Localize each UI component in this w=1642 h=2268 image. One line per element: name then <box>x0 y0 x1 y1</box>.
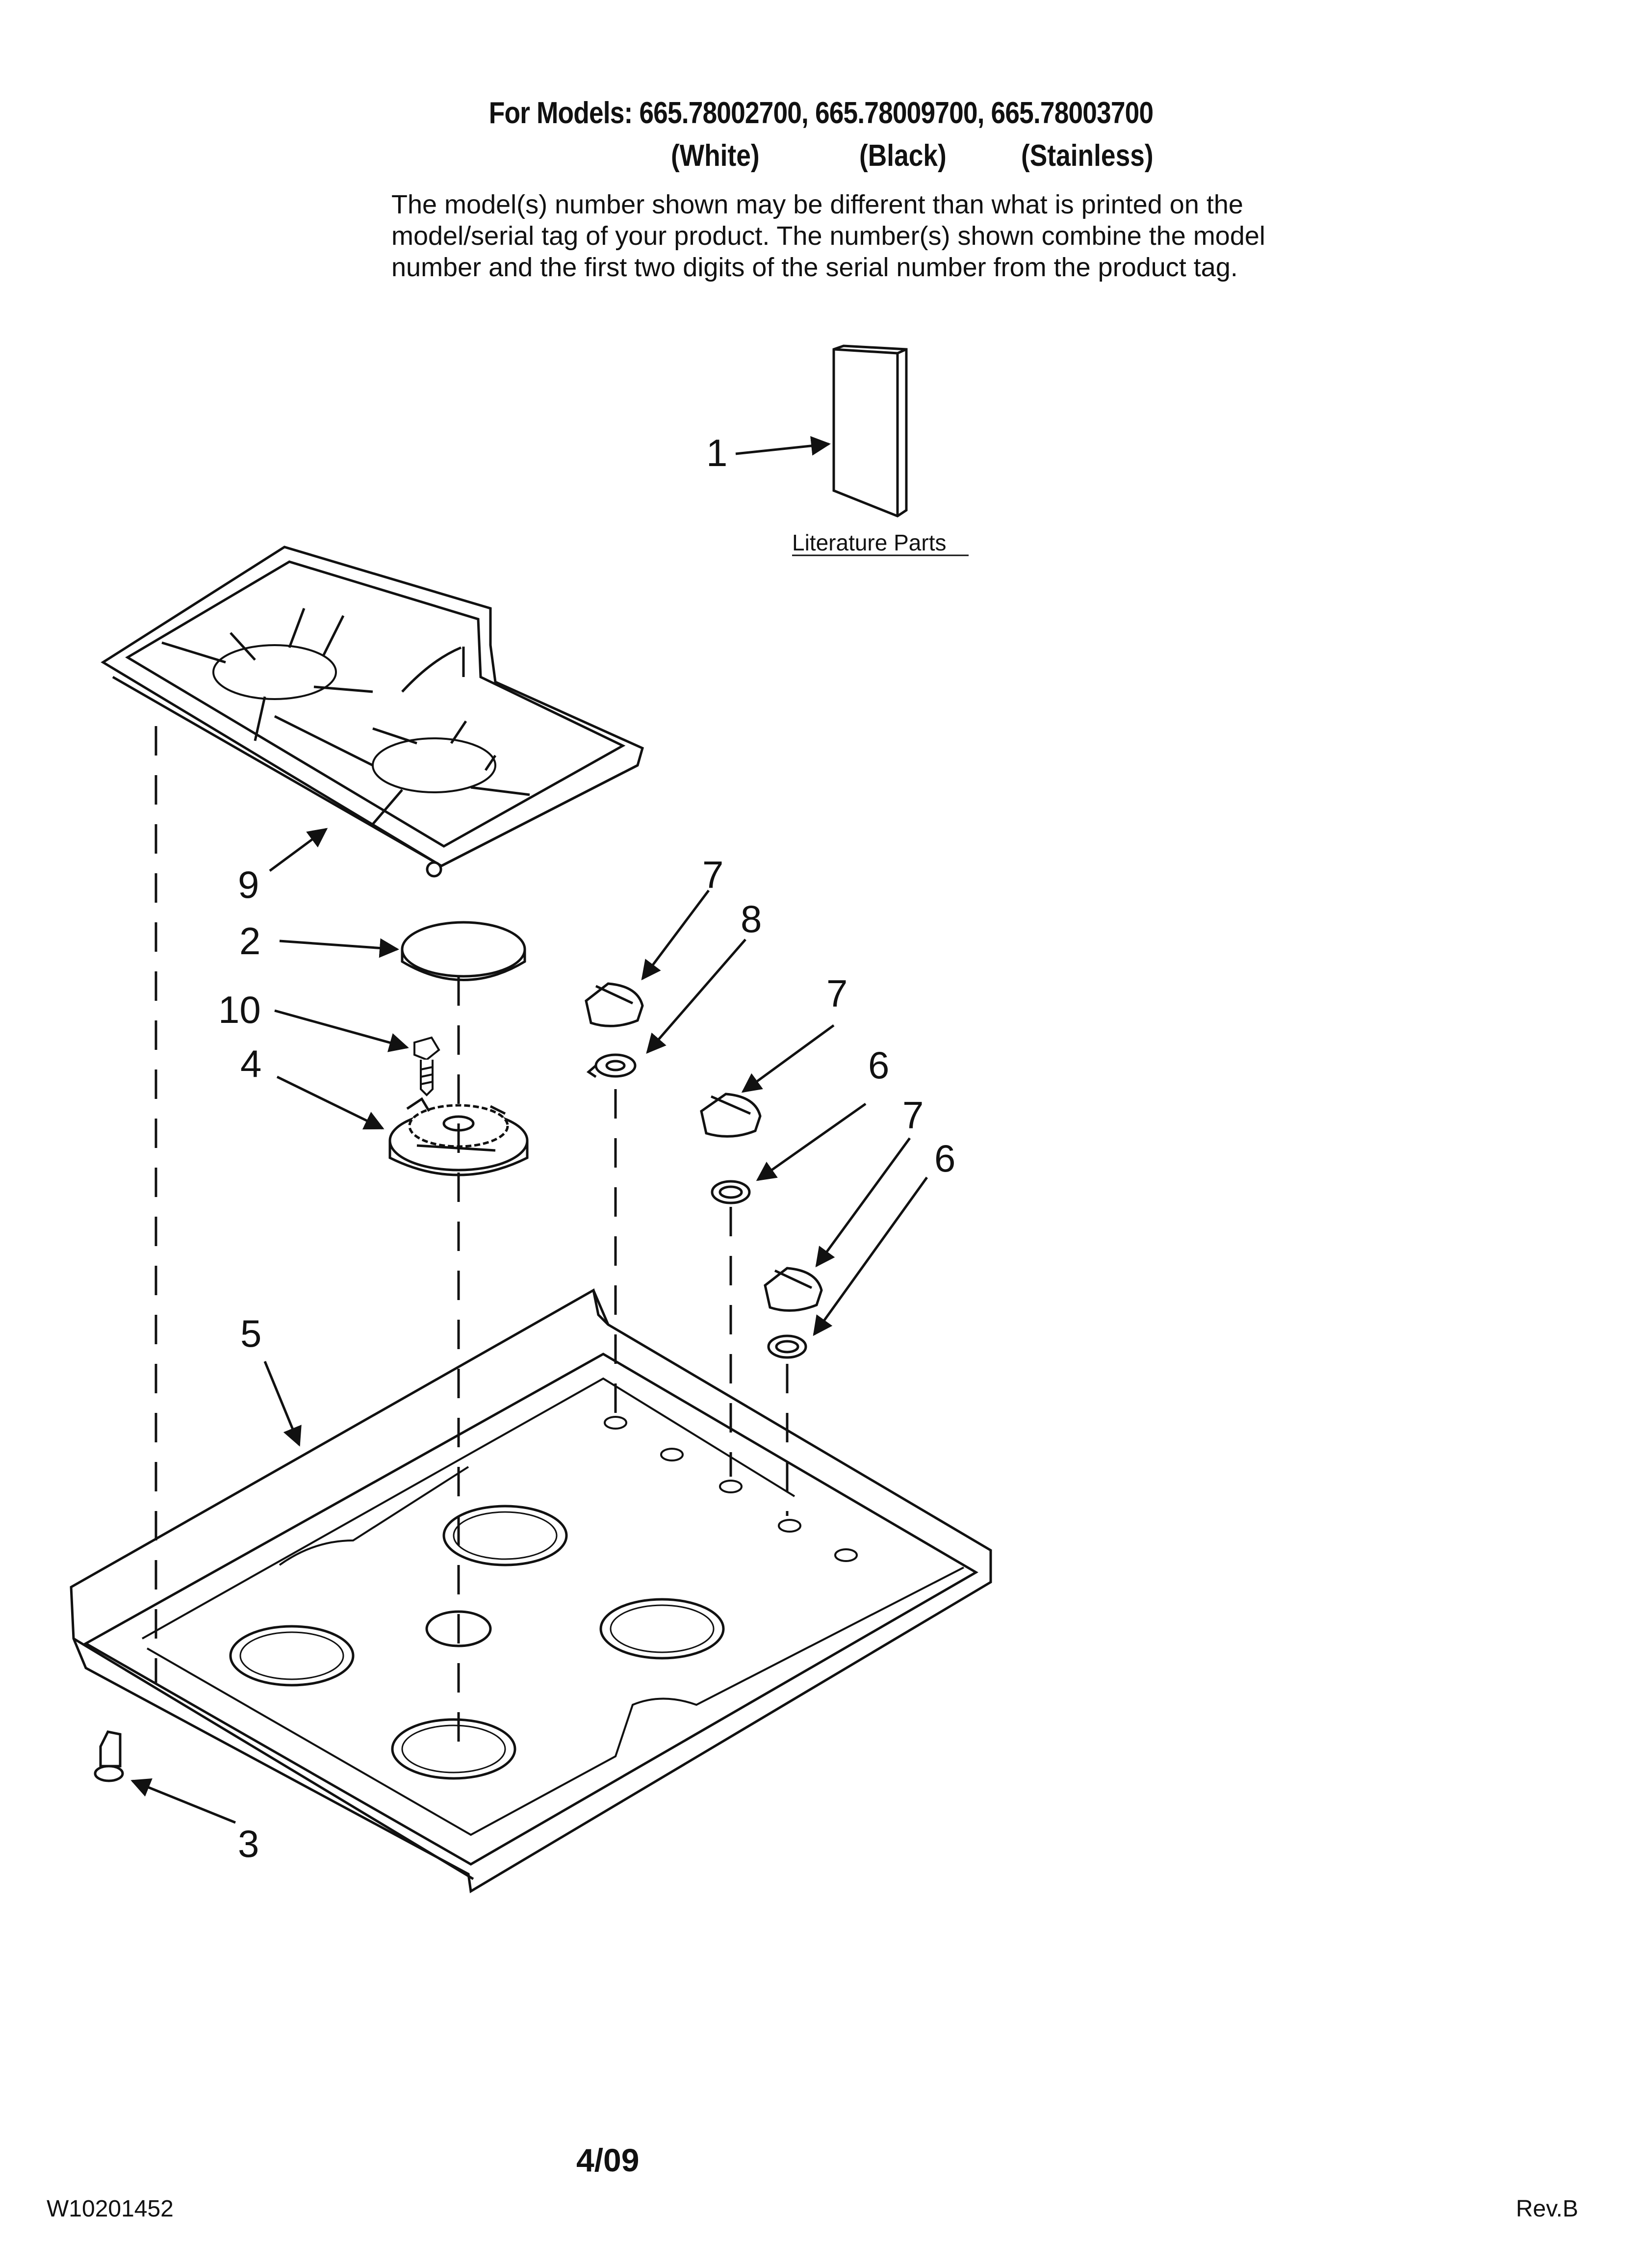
control-knob-2 <box>700 1093 762 1138</box>
document-number: W10201452 <box>47 2196 174 2222</box>
leader-7c <box>815 1137 911 1268</box>
variant-white: (White) <box>671 139 760 173</box>
control-knob-1 <box>585 982 644 1027</box>
callout-7b: 7 <box>826 972 847 1015</box>
leader-7b <box>741 1024 835 1093</box>
note-line-3: number and the first two digits of the s… <box>391 253 1238 282</box>
revision-label: Rev.B <box>1515 2196 1578 2222</box>
burner-grate <box>101 546 644 878</box>
literature-parts-label: Literature Parts <box>792 530 946 555</box>
knob-bezel-6a <box>711 1180 751 1204</box>
leader-7a <box>641 889 710 981</box>
leader-6a <box>756 1102 867 1181</box>
leader-2 <box>279 938 399 958</box>
igniter <box>94 1730 124 1782</box>
callout-9: 9 <box>238 863 259 906</box>
knob-bezel-8 <box>586 1053 637 1078</box>
burner-openings <box>229 1505 725 1780</box>
leader-6b <box>813 1176 928 1336</box>
burner-base <box>388 1097 529 1176</box>
callout-1: 1 <box>706 431 727 474</box>
callout-4: 4 <box>240 1042 261 1085</box>
model-number-note: The model(s) number shown may be differe… <box>391 189 1372 283</box>
callout-3: 3 <box>238 1822 259 1865</box>
variant-stainless: (Stainless) <box>1021 139 1154 173</box>
leader-8 <box>646 938 746 1054</box>
alignment-lines <box>154 726 789 1756</box>
leader-10 <box>274 1009 409 1052</box>
leader-4 <box>276 1075 385 1130</box>
literature-booklet <box>832 344 908 518</box>
callout-10: 10 <box>218 988 261 1031</box>
callout-6b: 6 <box>934 1137 955 1180</box>
variant-black: (Black) <box>859 139 947 173</box>
callout-7c: 7 <box>902 1094 924 1137</box>
callout-6a: 6 <box>868 1043 889 1087</box>
callout-2: 2 <box>239 919 260 963</box>
date-code: 4/09 <box>576 2142 640 2178</box>
callout-5: 5 <box>240 1312 261 1355</box>
note-line-2: model/serial tag of your product. The nu… <box>391 221 1265 251</box>
knob-bezel-6b <box>767 1334 807 1359</box>
control-valve-positions <box>604 1416 858 1562</box>
models-title: For Models: 665.78002700, 665.78009700, … <box>488 96 1154 130</box>
burner-cap <box>401 921 526 981</box>
leader-1 <box>735 436 831 456</box>
cooktop-panel <box>70 1288 992 1894</box>
leader-9 <box>269 828 328 872</box>
leader-5 <box>263 1361 302 1447</box>
note-line-1: The model(s) number shown may be differe… <box>391 190 1243 219</box>
leader-3 <box>130 1778 236 1824</box>
control-knob-3 <box>764 1267 823 1312</box>
callout-8: 8 <box>741 897 762 940</box>
screw <box>413 1036 440 1096</box>
callout-7a: 7 <box>702 853 723 896</box>
